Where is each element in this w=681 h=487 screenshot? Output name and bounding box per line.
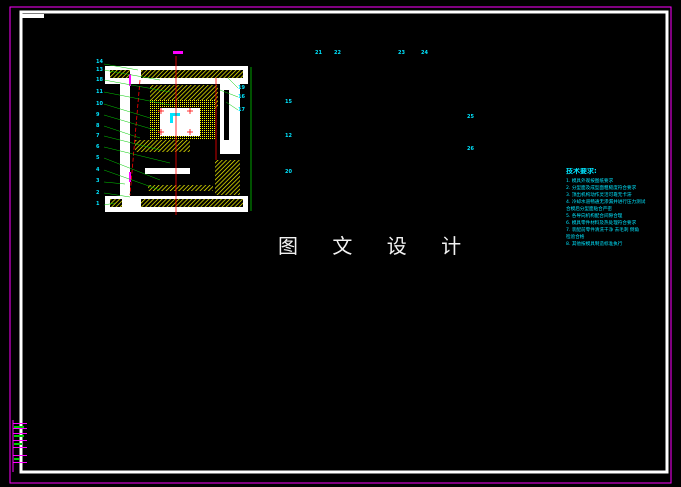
part-label: 11 [96,89,103,95]
part-label: 22 [334,50,341,56]
part-label: 17 [238,107,245,113]
part-label: 21 [315,50,322,56]
part-label: 23 [398,50,405,56]
requirement-item: 5. 各导向机构配合间隙合理 [566,214,623,219]
part-label: 8 [96,123,100,129]
requirement-item: 4. 冷却水道畅通无渗漏并进行压力测试 [566,200,646,205]
revision-strip [12,420,27,472]
part-label: 25 [467,114,474,120]
part-label: 3 [96,178,100,184]
part-label: 2 [96,190,100,196]
part-label: 5 [96,155,100,161]
part-label: 24 [421,50,428,56]
part-label: 19 [238,85,245,91]
watermark-text: 图 文 设 计 [278,234,476,258]
part-label: 10 [96,101,103,107]
part-label: 1 [96,201,100,207]
requirement-item: 6. 模具零件材料及热处理符合要求 [566,221,637,226]
part-label: 9 [96,112,100,118]
part-label: 26 [467,146,474,152]
front-section-view-left [103,51,252,215]
inner-frame [19,10,669,474]
part-label: 4 [96,167,100,173]
part-label: 18 [96,77,103,83]
part-label: 14 [96,59,103,65]
requirement-item: 3. 顶出机构动作灵活可靠无卡滞 [566,193,632,198]
part-label: 13 [96,67,103,73]
requirement-item: 合模后分型面贴合严密 [566,207,612,212]
technical-requirements: 技术要求: 1. 模具外观按图纸要求 2. 分型面及成型面粗糙度符合要求 3. … [566,168,670,248]
requirement-item: 2. 分型面及成型面粗糙度符合要求 [566,186,637,191]
requirement-item: 7. 装配前零件清洗干净 去毛刺 倒角 [566,228,640,233]
part-label: 20 [285,169,292,175]
part-label: 12 [285,133,292,139]
requirement-item: 8. 其他按模具制造标准执行 [566,242,623,247]
technical-requirements-title: 技术要求: [566,168,597,175]
requirement-item: 检验合格 [566,235,585,240]
part-label: 15 [285,99,292,105]
part-label: 7 [96,133,100,139]
outer-border [9,6,672,484]
requirement-item: 1. 模具外观按图纸要求 [566,179,614,184]
part-label: 16 [238,94,245,100]
part-label: 6 [96,144,100,150]
